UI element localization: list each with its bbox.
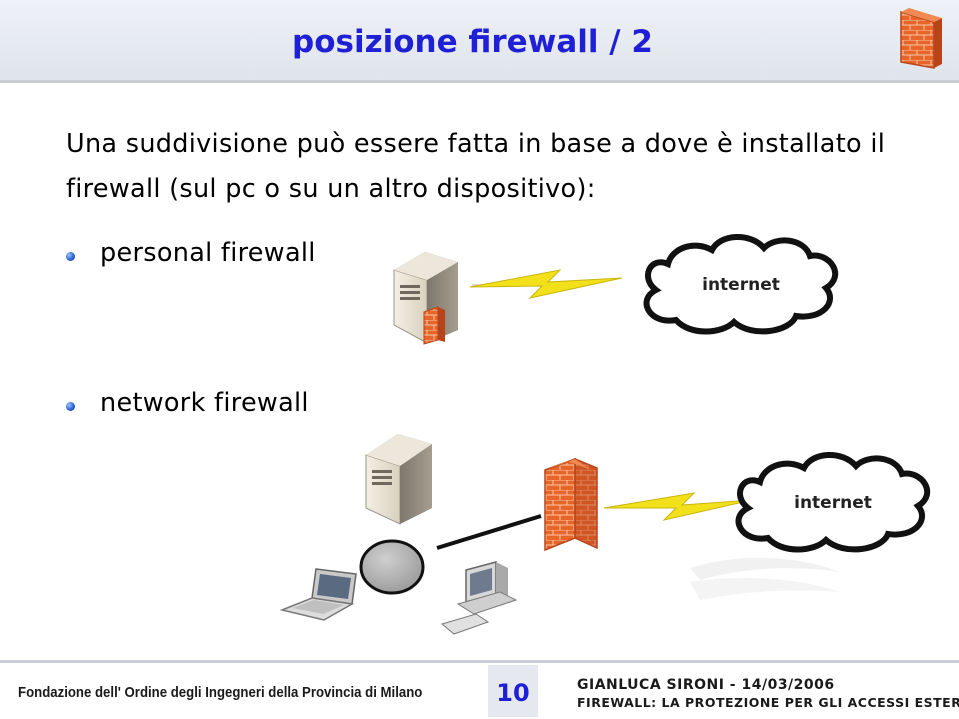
lightning-icon-1 xyxy=(469,269,623,299)
bullet-icon xyxy=(66,402,75,411)
footer-organization: Fondazione dell' Ordine degli Ingegneri … xyxy=(18,684,423,701)
network-firewall-icon xyxy=(544,457,598,552)
footer-author-date: GIANLUCA SIRONI - 14/03/2006 xyxy=(577,677,835,693)
cloud-icon-1: internet xyxy=(643,233,839,335)
firewall-logo-icon xyxy=(900,8,942,69)
server-icon-2 xyxy=(365,434,432,525)
laptop-icon xyxy=(279,568,357,621)
hub-icon xyxy=(359,539,425,595)
network-diagram: internet internet xyxy=(279,8,942,635)
header-divider xyxy=(0,80,959,83)
page-title: posizione firewall / 2 xyxy=(292,24,653,60)
bullet-personal-firewall: personal firewall xyxy=(100,238,316,268)
cloud-icon-2: internet xyxy=(735,451,931,553)
personal-firewall-icon xyxy=(423,306,445,345)
internet-label-2: internet xyxy=(794,493,872,513)
footer-course-title: FIREWALL: LA PROTEZIONE PER GLI ACCESSI … xyxy=(577,695,959,710)
footer-divider xyxy=(0,660,959,663)
page-number-box xyxy=(488,665,538,717)
bullet-icon xyxy=(66,252,75,261)
desktop-pc-icon xyxy=(440,561,518,635)
internet-label-1: internet xyxy=(702,275,780,295)
header-band xyxy=(0,0,959,82)
bullet-network-firewall: network firewall xyxy=(100,388,309,418)
lightning-icon-2 xyxy=(603,492,753,521)
page-number: 10 xyxy=(496,679,530,707)
intro-text: Una suddivisione può essere fatta in bas… xyxy=(66,129,886,204)
footer-band xyxy=(0,663,959,719)
